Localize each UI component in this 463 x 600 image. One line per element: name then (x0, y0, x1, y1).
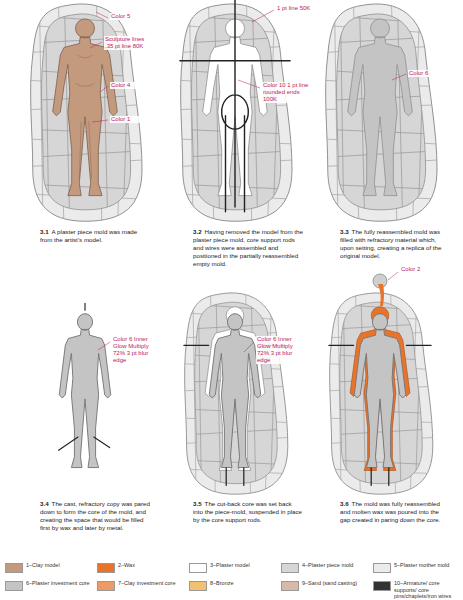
legend-swatch (97, 581, 115, 591)
legend-item: 7–Clay investment core (97, 580, 185, 596)
caption-text: The cut-back core was set back into the … (193, 500, 302, 523)
callout-label: 1 pt line 50K (276, 5, 322, 12)
legend-text: 2–Wax (118, 562, 184, 569)
legend-item: 3–Plaster model (189, 562, 277, 578)
callout-label: Sculpture lines .35 pt line 80K (104, 36, 148, 50)
legend-item: 4–Plaster piece mold (281, 562, 369, 578)
callout-label: Color 1 (110, 116, 148, 123)
legend-text: 9–Sand (sand casting) (302, 580, 368, 587)
step-number: 3.1 (40, 228, 49, 235)
caption-text: A plaster piece mold was made from the a… (40, 228, 137, 243)
legend-swatch (373, 563, 391, 573)
step-caption: 3.1A plaster piece mold was made from th… (40, 228, 150, 244)
callout-label: Color 6 (408, 70, 448, 77)
callout-label: Color 5 (110, 13, 150, 20)
step-number: 3.6 (340, 500, 349, 507)
legend-text: 10–Armature/ core supports/ core pins/ch… (394, 580, 460, 600)
legend-swatch (5, 581, 23, 591)
callout-label: Color 6 Inner Glow Multiply 72% 3 pt blu… (256, 336, 304, 364)
step-caption: 3.2Having removed the model from the pla… (193, 228, 303, 268)
caption-text: Having removed the model from the plaste… (193, 228, 303, 267)
legend-swatch (281, 581, 299, 591)
step-number: 3.5 (193, 500, 202, 507)
legend-item: 2–Wax (97, 562, 185, 578)
legend-item: 5–Plaster mother mold (373, 562, 461, 578)
legend-text: 8–Bronze (210, 580, 276, 587)
legend-text: 6–Plaster investment core (26, 580, 92, 587)
legend-item: 9–Sand (sand casting) (281, 580, 369, 596)
legend-item: 1–Clay model (5, 562, 93, 578)
legend-swatch (189, 581, 207, 591)
legend-item: 10–Armature/ core supports/ core pins/ch… (373, 580, 461, 596)
step-caption: 3.4The cast, refractory copy was pared d… (40, 500, 150, 532)
legend-text: 4–Plaster piece mold (302, 562, 368, 569)
legend-swatch (97, 563, 115, 573)
caption-text: The fully reassembled mold was filled wi… (340, 228, 441, 259)
step-caption: 3.5The cut-back core was set back into t… (193, 500, 303, 524)
legend-swatch (189, 563, 207, 573)
legend-swatch (373, 581, 391, 591)
legend-text: 5–Plaster mother mold (394, 562, 460, 569)
legend-text: 7–Clay investment core (118, 580, 184, 587)
legend-item: 6–Plaster investment core (5, 580, 93, 596)
step-number: 3.4 (40, 500, 49, 507)
legend-swatch (281, 563, 299, 573)
caption-text: The mold was fully reassembled and molte… (340, 500, 440, 523)
step-caption: 3.6The mold was fully reassembled and mo… (340, 500, 450, 524)
legend-item: 8–Bronze (189, 580, 277, 596)
callout-label: Color 6 Inner Glow Multiply 72% 3 pt blu… (112, 336, 158, 364)
step-number: 3.3 (340, 228, 349, 235)
callout-label: Color 4 (110, 82, 148, 89)
legend-text: 1–Clay model (26, 562, 92, 569)
caption-text: The cast, refractory copy was pared down… (40, 500, 150, 531)
step-number: 3.2 (193, 228, 202, 235)
step-caption: 3.3The fully reassembled mold was filled… (340, 228, 450, 260)
callout-label: Color 10 1 pt line rounded ends 100K (262, 82, 314, 103)
legend-text: 3–Plaster model (210, 562, 276, 569)
legend-swatch (5, 563, 23, 573)
callout-label: Color 2 (400, 266, 438, 273)
